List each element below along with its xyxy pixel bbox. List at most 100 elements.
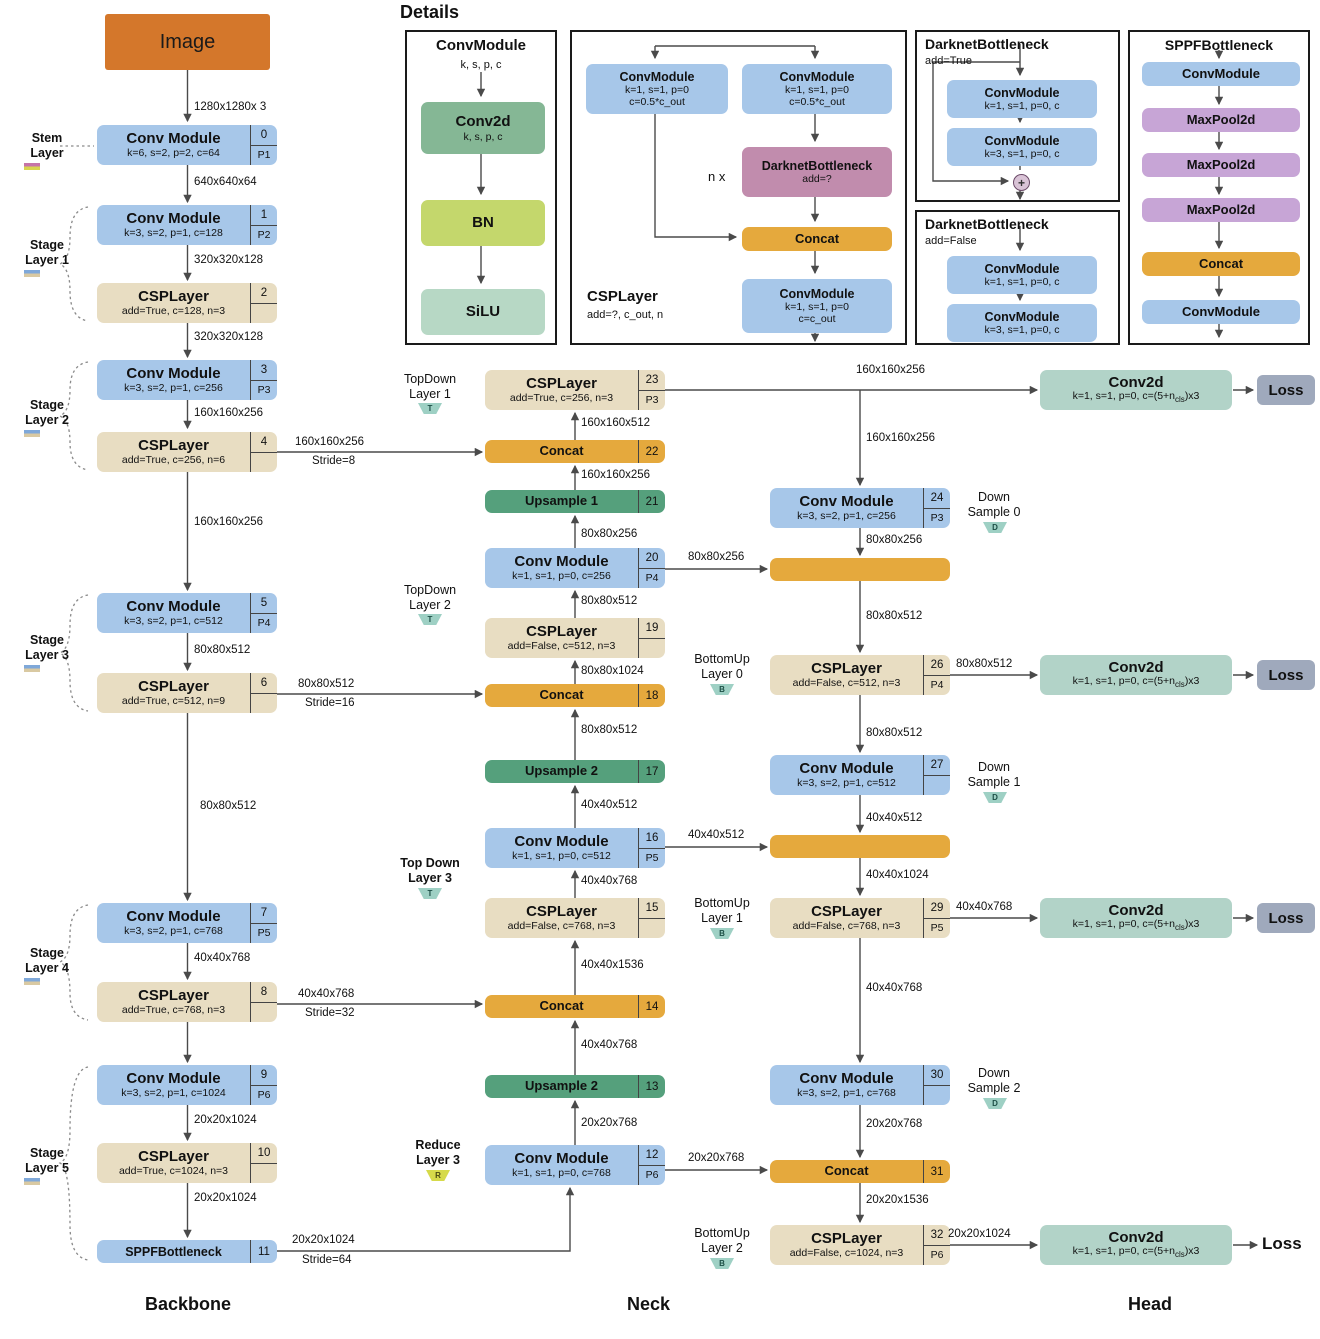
- tensor-dim: 20x20x768: [581, 1117, 638, 1129]
- node-index: 30: [924, 1065, 950, 1086]
- tensor-dim: 320x320x128: [194, 254, 264, 266]
- tensor-dim: 80x80x512: [298, 678, 355, 690]
- convmodule-out-box: ConvModule k=1, s=1, p=0 c=c_out: [742, 279, 892, 333]
- tensor-dim: 160x160x256: [856, 364, 926, 376]
- node-index: 27: [924, 755, 950, 776]
- tensor-dim: 20x20x1024: [194, 1192, 257, 1204]
- head-conv2d-2: Conv2d k=1, s=1, p=0, c=(5+ncls)x3: [1040, 655, 1232, 695]
- node-pyramid: [251, 1003, 277, 1023]
- panel-title: SPPFBottleneck: [1164, 37, 1274, 53]
- tensor-dim: 160x160x256: [866, 432, 936, 444]
- tensor-dim: 160x160x256: [581, 469, 651, 481]
- stride-label: Stride=64: [302, 1254, 352, 1266]
- box-sub: k=1, s=1, p=0, c: [984, 100, 1060, 113]
- node-pyramid: P6: [645, 1169, 659, 1182]
- head-conv2d-3: Conv2d k=1, s=1, p=0, c=(5+ncls)x3: [1040, 898, 1232, 938]
- tensor-dim: 160x160x256: [295, 436, 365, 448]
- loss-label-4: Loss: [1262, 1234, 1302, 1253]
- node-index: 9: [251, 1065, 277, 1086]
- node-params: k=3, s=2, p=1, c=1024: [121, 1086, 226, 1099]
- node-title: CSPLayer: [811, 659, 882, 677]
- node-title: CSPLayer: [811, 902, 882, 920]
- node-index: 17: [638, 760, 665, 783]
- tensor-dim: 80x80x256: [581, 528, 638, 540]
- bottomup-badge: B: [710, 684, 734, 695]
- node-params: k=1, s=1, p=0, c=(5+ncls)x3: [1072, 918, 1200, 933]
- node-title: Upsample 2: [525, 1078, 598, 1094]
- node-title: Concat: [824, 1163, 869, 1179]
- box-sub: c=0.5*c_out: [789, 96, 845, 109]
- node-title: Conv2d: [1108, 1228, 1164, 1246]
- bn-box: BN: [421, 200, 545, 246]
- neck-upsample-17: Upsample 2 17: [485, 760, 665, 783]
- box-title: MaxPool2d: [1186, 111, 1256, 127]
- tensor-dim: 40x40x768: [298, 988, 355, 1000]
- backbone-sppf-11: SPPFBottleneck 11: [97, 1240, 277, 1263]
- node-params: add=False, c=768, n=3: [507, 919, 616, 932]
- node-index: 12: [639, 1145, 665, 1166]
- node-index: 29: [924, 898, 950, 919]
- neck-upsample-21: Upsample 1 21: [485, 490, 665, 513]
- node-pyramid: [924, 776, 950, 796]
- downsample-badge: D: [983, 522, 1007, 533]
- convmodule-box: ConvModule k=3, s=1, p=0, c: [947, 128, 1097, 166]
- stage-color-swatch: [24, 978, 40, 985]
- maxpool-box: MaxPool2d: [1142, 198, 1300, 222]
- node-pyramid: [639, 919, 665, 939]
- tensor-dim: 20x20x1536: [866, 1194, 929, 1206]
- node-index: 2: [251, 283, 277, 304]
- tensor-dim: 80x80x512: [200, 800, 257, 812]
- box-sub: k=1, s=1, p=0, c: [984, 276, 1060, 289]
- tensor-dim: 80x80x512: [956, 658, 1013, 670]
- node-title: Upsample 2: [525, 763, 598, 779]
- box-title: ConvModule: [779, 286, 855, 301]
- detail-panel-convmodule: ConvModule k, s, p, c Conv2d k, s, p, c …: [405, 30, 557, 345]
- topdown-badge: T: [418, 614, 442, 625]
- node-index: 5: [251, 593, 277, 614]
- box-sub: k=3, s=1, p=0, c: [984, 148, 1060, 161]
- node-title: Conv Module: [126, 597, 221, 615]
- panel-title: DarknetBottleneck: [925, 216, 1049, 232]
- node-index: 19: [639, 618, 665, 639]
- tensor-dim: 20x20x768: [688, 1152, 745, 1164]
- stage-color-swatch: [24, 430, 40, 437]
- add-icon: +: [1013, 174, 1030, 191]
- loss-label: Loss: [1268, 666, 1304, 684]
- backbone-section-label: Backbone: [145, 1294, 232, 1314]
- node-title: CSPLayer: [138, 1147, 209, 1165]
- node-params: k=6, s=2, p=2, c=64: [127, 146, 220, 159]
- panel-title: DarknetBottleneck: [925, 36, 1049, 52]
- node-title: Conv2d: [1108, 373, 1164, 391]
- box-title: ConvModule: [1182, 303, 1260, 319]
- node-index: 3: [251, 360, 277, 381]
- node-pyramid: P6: [257, 1089, 271, 1102]
- box-sub: c=0.5*c_out: [629, 96, 685, 109]
- node-params: k=3, s=2, p=1, c=256: [124, 381, 223, 394]
- box-sub: k=3, s=1, p=0, c: [984, 324, 1060, 337]
- concat-box: Concat: [742, 227, 892, 251]
- node-title: Conv Module: [799, 1069, 894, 1087]
- node-params: add=False, c=768, n=3: [792, 919, 901, 932]
- node-params: k=3, s=2, p=1, c=128: [124, 226, 223, 239]
- tensor-dim: 160x160x256: [194, 516, 264, 528]
- node-title: Upsample 1: [525, 493, 598, 509]
- convmodule-right-box: ConvModule k=1, s=1, p=0 c=0.5*c_out: [742, 64, 892, 114]
- node-title: Conv Module: [799, 759, 894, 777]
- node-title: Conv Module: [799, 492, 894, 510]
